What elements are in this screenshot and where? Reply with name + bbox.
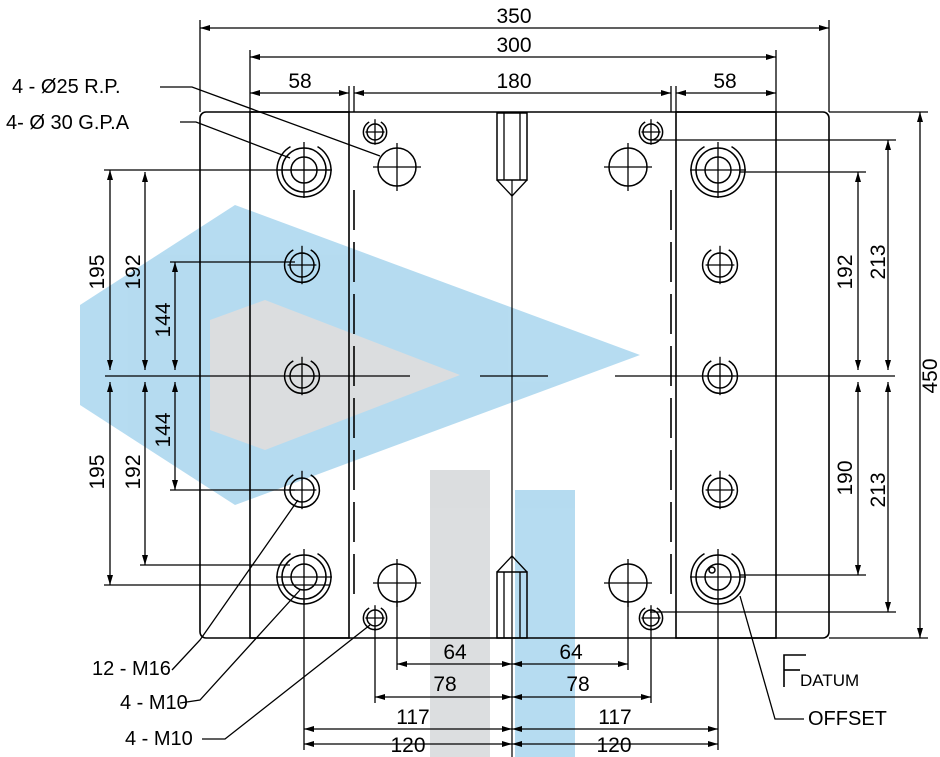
dim-height: 450 bbox=[919, 358, 940, 393]
dim-bottom-120-left: 120 bbox=[390, 734, 425, 757]
dim-right-mid-upper: 192 bbox=[834, 254, 857, 289]
m16-hole-right-1 bbox=[701, 245, 739, 285]
dimline-bottom-78-left bbox=[375, 694, 512, 700]
dim-center-span: 180 bbox=[496, 70, 531, 93]
dim-bottom-117-right: 117 bbox=[598, 706, 631, 729]
dimline-bottom-64-left bbox=[397, 661, 512, 667]
dim-left-margin: 58 bbox=[288, 70, 311, 93]
dim-right-margin: 58 bbox=[713, 70, 736, 93]
callout-m10-b: 4 - M10 bbox=[125, 728, 193, 750]
dim-bottom-117-left: 117 bbox=[396, 706, 429, 729]
dim-overall-width: 350 bbox=[496, 5, 531, 28]
dim-left-mid-lower: 192 bbox=[122, 454, 145, 489]
center-bushings bbox=[496, 112, 528, 639]
dimline-left-outer-lower bbox=[107, 382, 113, 585]
callout-m16: 12 - M16 bbox=[92, 658, 171, 680]
watermark-chevron-blue bbox=[80, 205, 640, 505]
m16-hole-right-3 bbox=[701, 470, 739, 510]
m16-hole-left-2 bbox=[283, 356, 321, 396]
dimline-right-margin bbox=[676, 90, 776, 96]
dim-left-inner-lower: 144 bbox=[152, 412, 175, 447]
dim-bottom-64-right: 64 bbox=[559, 641, 583, 664]
rp-hole-top-right bbox=[604, 143, 652, 191]
dimline-overall-width bbox=[200, 25, 829, 31]
m16-hole-left-1 bbox=[283, 245, 321, 285]
datum-label: DATUM bbox=[800, 671, 859, 690]
dim-inner-width: 300 bbox=[496, 34, 531, 57]
left-clamp-strip bbox=[249, 111, 350, 639]
callout-m10-a: 4 - M10 bbox=[120, 692, 188, 714]
dimline-left-outer-upper bbox=[107, 170, 113, 370]
dimline-right-mid-lower bbox=[855, 382, 861, 575]
dimline-inner-width bbox=[250, 54, 776, 60]
dimline-left-inner-upper bbox=[172, 262, 178, 370]
right-clamp-strip bbox=[675, 111, 777, 639]
dimline-height bbox=[917, 112, 923, 638]
dimline-bottom-64-right bbox=[512, 661, 628, 667]
dimline-bottom-117-right bbox=[512, 726, 718, 732]
holes-layer bbox=[276, 119, 746, 631]
dim-left-outer-upper: 195 bbox=[86, 254, 109, 289]
rp-hole-top-left bbox=[373, 143, 421, 191]
dimline-bottom-120-left bbox=[304, 741, 512, 747]
dim-left-outer-lower: 195 bbox=[86, 454, 109, 489]
center-lines bbox=[105, 180, 895, 757]
dim-bottom-120-right: 120 bbox=[596, 734, 631, 757]
rp-hole-bottom-right bbox=[604, 559, 652, 607]
dim-bottom-78-right: 78 bbox=[566, 673, 589, 696]
callout-gpa-leader bbox=[180, 121, 291, 159]
gpa-hole-bottom-right bbox=[690, 549, 746, 605]
callout-gpa: 4- Ø 30 G.P.A bbox=[6, 112, 130, 134]
dim-right-outer-upper: 213 bbox=[867, 244, 890, 279]
dim-bottom-64-left: 64 bbox=[443, 641, 467, 664]
callout-offset: OFFSET bbox=[808, 708, 887, 730]
callout-m10-a-leader bbox=[179, 589, 301, 704]
datum-symbol: DATUM bbox=[783, 654, 859, 690]
dimline-left-inner-lower bbox=[172, 382, 178, 490]
offset-marker bbox=[708, 566, 716, 574]
callout-offset-leader bbox=[739, 595, 804, 720]
top-bushing bbox=[496, 112, 528, 197]
dimline-right-mid-upper bbox=[855, 172, 861, 370]
dimline-bottom-78-right bbox=[512, 694, 651, 700]
m10-hole-bottom-right bbox=[638, 605, 664, 631]
dimline-right-outer-lower bbox=[885, 382, 891, 612]
callout-m10-b-leader bbox=[202, 624, 371, 740]
dim-bottom-78-left: 78 bbox=[433, 673, 456, 696]
dim-right-mid-lower: 190 bbox=[834, 460, 857, 495]
dimension-lines-layer bbox=[104, 20, 928, 750]
callout-m16-leader bbox=[171, 499, 299, 671]
callout-rp: 4 - Ø25 R.P. bbox=[12, 76, 121, 98]
dimline-left-mid-upper bbox=[142, 172, 148, 370]
dim-right-outer-lower: 213 bbox=[867, 472, 890, 507]
m16-hole-right-2 bbox=[701, 356, 739, 396]
dimline-bottom-120-right bbox=[512, 741, 718, 747]
gpa-hole-bottom-left bbox=[276, 549, 332, 605]
callout-rp-leader bbox=[160, 86, 381, 157]
dimline-left-margin bbox=[250, 90, 349, 96]
dimension-labels: 350 300 58 180 58 450 195 192 144 144 19… bbox=[86, 5, 940, 757]
gpa-hole-top-right bbox=[690, 142, 746, 198]
rp-hole-bottom-left bbox=[373, 559, 421, 607]
watermark-chevron-gray bbox=[210, 300, 460, 450]
watermark bbox=[80, 205, 640, 757]
m10-hole-top-right bbox=[638, 119, 664, 145]
bottom-bushing bbox=[496, 555, 528, 639]
watermark-bar-1 bbox=[430, 470, 490, 757]
dim-left-mid-upper: 192 bbox=[122, 254, 145, 289]
callouts: 4 - Ø25 R.P. 4- Ø 30 G.P.A 12 - M16 4 - … bbox=[6, 76, 887, 750]
dimline-left-mid-lower bbox=[142, 382, 148, 565]
watermark-bar-2 bbox=[515, 490, 575, 757]
dimline-center-span bbox=[354, 90, 671, 96]
dimline-right-outer-upper bbox=[885, 140, 891, 370]
dim-left-inner-upper: 144 bbox=[152, 302, 175, 337]
dimline-bottom-117-left bbox=[304, 726, 512, 732]
m10-hole-top-left bbox=[362, 119, 388, 145]
